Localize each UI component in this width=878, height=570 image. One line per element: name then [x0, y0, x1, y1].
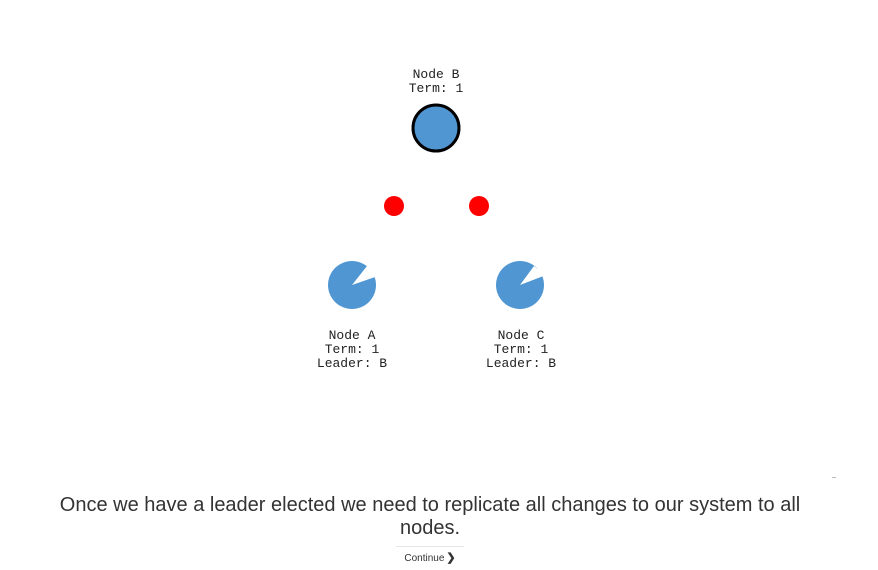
node-a-label: Node A Term: 1 Leader: B — [282, 329, 422, 371]
node-b-circle[interactable] — [411, 103, 461, 153]
continue-button[interactable]: Continue❯ — [396, 546, 464, 569]
narration-text: Once we have a leader elected we need to… — [59, 494, 801, 539]
node-c-leader: Leader: B — [485, 356, 557, 371]
node-c-term: Term: 1 — [493, 342, 549, 357]
node-b-name: Node B — [412, 67, 460, 82]
node-c-label: Node C Term: 1 Leader: B — [451, 329, 591, 371]
node-c-name: Node C — [497, 328, 545, 343]
node-b-label: Node B Term: 1 — [366, 68, 506, 96]
node-c-circle[interactable] — [496, 261, 546, 309]
message-to-node-c — [469, 196, 489, 216]
node-a-term: Term: 1 — [324, 342, 380, 357]
continue-label: Continue — [404, 553, 445, 564]
node-a-leader: Leader: B — [316, 356, 388, 371]
node-a-circle[interactable] — [328, 261, 378, 309]
resize-indicator — [832, 477, 836, 478]
message-to-node-a — [384, 196, 404, 216]
node-b-term: Term: 1 — [408, 81, 464, 96]
node-a-name: Node A — [328, 328, 376, 343]
chevron-right-icon: ❯ — [446, 552, 456, 564]
